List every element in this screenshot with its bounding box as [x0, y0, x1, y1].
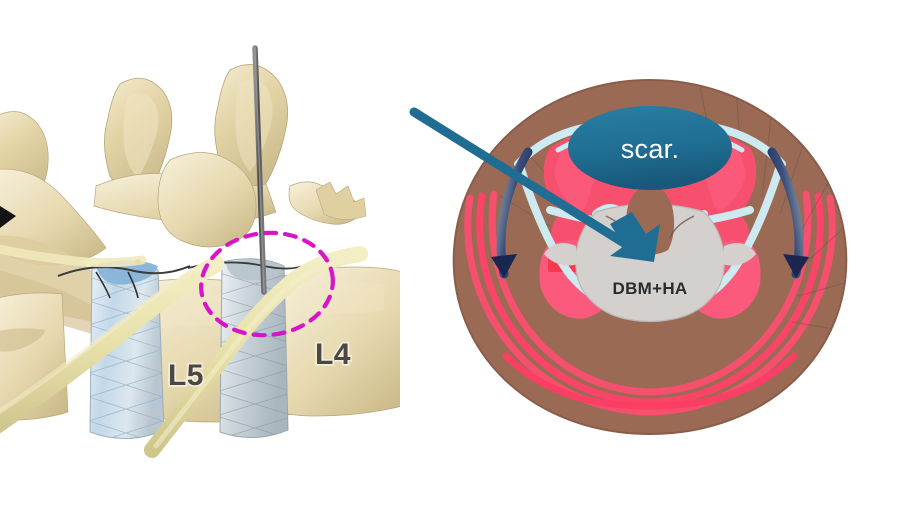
abdominal-wall-muscle-bands: [464, 194, 836, 416]
highlight-dashed-ellipse: [199, 230, 335, 338]
nerve-root-lower: [0, 255, 225, 434]
needle-specular: [254, 47, 265, 293]
abdominal-wall-band-3: [488, 190, 812, 396]
retraction-arrow-left: [491, 147, 533, 279]
suture-wire-a: [57, 265, 191, 277]
percutaneous-needle: [252, 45, 267, 295]
scar-region: [568, 106, 732, 190]
abdominal-wall-band-2: [476, 192, 824, 406]
suture-legs-a: [95, 271, 139, 299]
bone-body-highlight-l4: [298, 282, 384, 314]
bone-spur-serration: [315, 181, 367, 220]
label-graft-material: DBM+HA: [613, 279, 688, 298]
vertebra-process-left: [544, 243, 578, 266]
label-vertebra-l4: L4: [315, 338, 351, 371]
panel-lateral-spine: L5 L4: [0, 0, 400, 506]
cage-endplate-marker-b: [226, 259, 284, 281]
bone-spinous-highlight-l5: [123, 93, 159, 178]
vertebra-process-right: [722, 243, 756, 266]
nerve-dural-strand: [0, 244, 147, 268]
nerve-root-exiting-highlight: [153, 255, 359, 449]
injection-trajectory-arrow: [409, 107, 660, 262]
black-triangle-pointer-icon: [0, 206, 16, 228]
abdominal-wall-band-inner: [502, 352, 798, 410]
retraction-arrow-left-head: [491, 254, 517, 278]
retraction-arrow-right: [767, 147, 809, 279]
label-scar: scar.: [621, 134, 680, 164]
label-vertebra-l5: L5: [168, 359, 204, 392]
nerve-root-group: [0, 244, 368, 458]
axial-cross-section-illustration: scar. DBM+HA: [400, 0, 900, 506]
injection-arrow-shaft: [409, 107, 637, 253]
bone-spinous-highlight-l4: [235, 79, 273, 172]
lateral-spine-illustration: L5 L4: [0, 0, 400, 506]
bone-sacrum-texture: [0, 328, 46, 352]
injection-arrow-head: [610, 212, 660, 262]
bone-vertebral-body-l4: [279, 266, 400, 417]
retraction-arrow-right-head: [783, 254, 809, 278]
panel-axial-cross-section: scar. DBM+HA: [400, 0, 900, 506]
nerve-root-lower-highlight: [0, 259, 211, 415]
